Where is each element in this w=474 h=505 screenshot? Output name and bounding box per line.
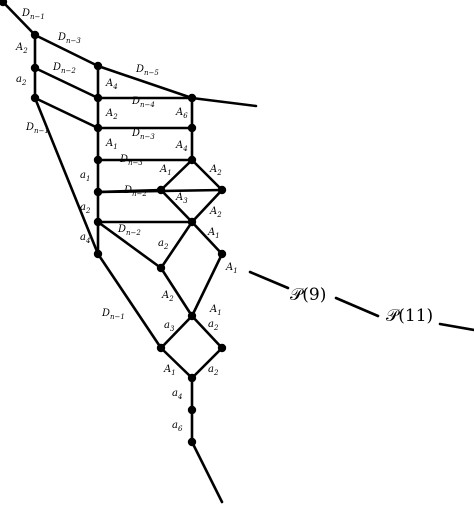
node-m5	[93, 187, 103, 197]
edge-label-4: Dn−4	[131, 96, 155, 109]
node-n0	[0, 0, 8, 7]
node-n3	[30, 93, 40, 103]
edge-label-12: a2	[16, 74, 27, 87]
continuation-label-1: 𝒫(11)	[386, 306, 433, 326]
edge-r1-r1x	[190, 96, 258, 108]
edge-label-18: A1	[159, 164, 172, 177]
edge-n3-m3	[33, 96, 100, 130]
edge-label-19: a1	[80, 170, 90, 183]
node-e2	[187, 311, 197, 321]
node-e4	[217, 343, 227, 353]
edge-layer	[1, 0, 258, 504]
edge-label-31: a2	[208, 319, 219, 332]
edge-m6-e1	[96, 220, 163, 270]
edge-m1-r1	[96, 64, 194, 100]
edge-label-21: A3	[175, 192, 188, 205]
edge-label-13: A4	[105, 78, 118, 91]
node-f2	[187, 405, 197, 415]
node-m7	[93, 249, 103, 259]
edge-label-28: A2	[161, 290, 174, 303]
edge-r3-d2	[190, 158, 224, 192]
node-r2	[187, 123, 197, 133]
edge-label-16: A4	[175, 140, 188, 153]
edge-e2-e3	[159, 314, 194, 350]
node-d1	[156, 185, 166, 195]
edge-label-6: Dn−1	[25, 122, 49, 135]
node-r3	[187, 155, 197, 165]
edge-label-34: a4	[172, 388, 182, 401]
node-d2	[217, 185, 227, 195]
continuation-label-0: 𝒫(9)	[290, 285, 326, 305]
edge-label-30: a3	[164, 320, 175, 333]
edge-label-8: Dn−2	[123, 185, 147, 198]
node-r1	[187, 93, 197, 103]
edge-m7-e3	[96, 252, 163, 350]
node-m6	[93, 217, 103, 227]
edge-label-7: Dn−3	[119, 154, 143, 167]
edge-d3-d4	[190, 220, 224, 256]
edge-label-23: A2	[209, 206, 222, 219]
node-e3	[156, 343, 166, 353]
node-layer	[0, 0, 227, 447]
edge-label-32: A1	[163, 364, 176, 377]
node-e1	[156, 263, 166, 273]
edge-d3-e1	[159, 220, 194, 270]
edge-n0-n1	[1, 0, 37, 37]
edge-e1-e2	[159, 266, 194, 318]
edge-label-15: A2	[105, 108, 118, 121]
edge-label-17: A1	[105, 138, 118, 151]
edge-e3-f1	[159, 346, 194, 380]
edge-f3-f3x	[190, 440, 224, 504]
continuation-segment-1	[334, 296, 380, 318]
edge-n2-m2	[33, 66, 100, 100]
edge-label-1: Dn−3	[57, 32, 81, 45]
continuation-layer: 𝒫(9) 𝒫(11)	[248, 270, 474, 332]
edge-d4-e2	[190, 252, 224, 318]
continuation-segment-0	[248, 270, 290, 290]
continuation-segment-2	[438, 322, 474, 332]
edge-r3-d1	[159, 158, 194, 192]
node-d4	[217, 249, 227, 259]
edge-label-24: A1	[207, 227, 220, 240]
edge-d1-d3	[159, 188, 194, 224]
edge-label-0: Dn−1	[21, 8, 45, 21]
edge-e4-f1	[190, 346, 224, 380]
edge-d2-d3	[190, 188, 224, 224]
edge-label-3: Dn−5	[135, 64, 159, 77]
edge-label-11: A2	[15, 42, 28, 55]
edge-label-35: a6	[172, 420, 183, 433]
edge-label-29: A1	[209, 304, 222, 317]
node-f3	[187, 437, 197, 447]
edge-label-9: Dn−2	[117, 224, 141, 237]
node-m4	[93, 155, 103, 165]
edge-label-2: Dn−2	[52, 62, 76, 75]
node-f1	[187, 373, 197, 383]
edge-label-27: A1	[225, 262, 238, 275]
edge-label-33: a2	[208, 364, 219, 377]
edge-m5-d1	[96, 188, 163, 194]
edge-e2-e4	[190, 314, 224, 350]
edge-label-10: Dn−1	[101, 308, 125, 321]
edge-label-20: A2	[209, 164, 222, 177]
node-n1	[30, 30, 40, 40]
edge-n3-m7	[33, 96, 100, 256]
edge-label-22: a2	[80, 202, 91, 215]
edge-n1-m1	[33, 33, 100, 68]
node-m2	[93, 93, 103, 103]
edge-label-26: a2	[158, 238, 169, 251]
node-d3	[187, 217, 197, 227]
node-m1	[93, 61, 103, 71]
node-n2	[30, 63, 40, 73]
edge-label-5: Dn−3	[131, 128, 155, 141]
edge-label-14: A6	[175, 107, 188, 120]
edge-label-25: a4	[80, 232, 90, 245]
node-m3	[93, 123, 103, 133]
